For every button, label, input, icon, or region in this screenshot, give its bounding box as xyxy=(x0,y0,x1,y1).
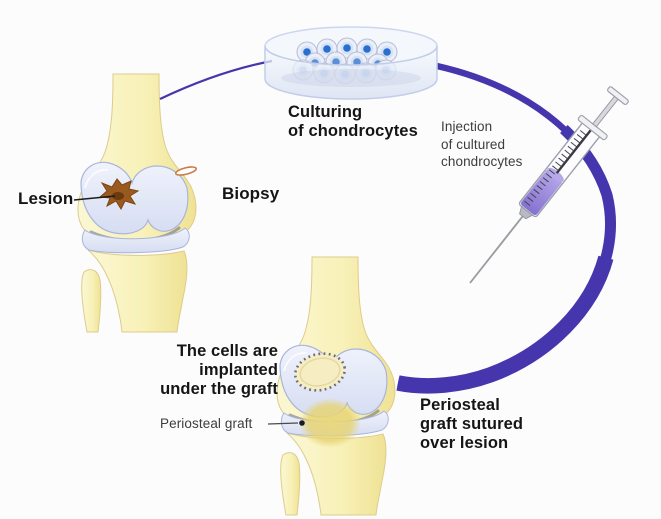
knee-with-lesion-illustration xyxy=(73,72,198,334)
biopsy-label: Biopsy xyxy=(222,184,280,203)
injection-label: Injection of cultured chondrocytes xyxy=(441,119,523,169)
lesion-label: Lesion xyxy=(18,189,74,208)
culturing-label: Culturing of chondrocytes xyxy=(288,103,418,140)
graft-sutured-label: Periosteal graft sutured over lesion xyxy=(420,396,524,452)
biopsy-incision-icon xyxy=(174,166,198,176)
periosteal-graft-label: Periosteal graft xyxy=(160,416,253,431)
cells-implanted-label: The cells are implanted under the graft xyxy=(160,342,278,398)
cell-suspension-liquid xyxy=(521,169,563,215)
periosteal-donor-site-icon xyxy=(299,398,361,448)
petri-dish-icon xyxy=(264,26,438,100)
lesion-leader-line xyxy=(73,195,116,201)
knee-with-graft-illustration xyxy=(267,255,397,517)
periosteal-graft-leader-line xyxy=(267,420,305,426)
circular-process-arrow xyxy=(159,58,619,394)
syringe-icon xyxy=(469,86,629,284)
